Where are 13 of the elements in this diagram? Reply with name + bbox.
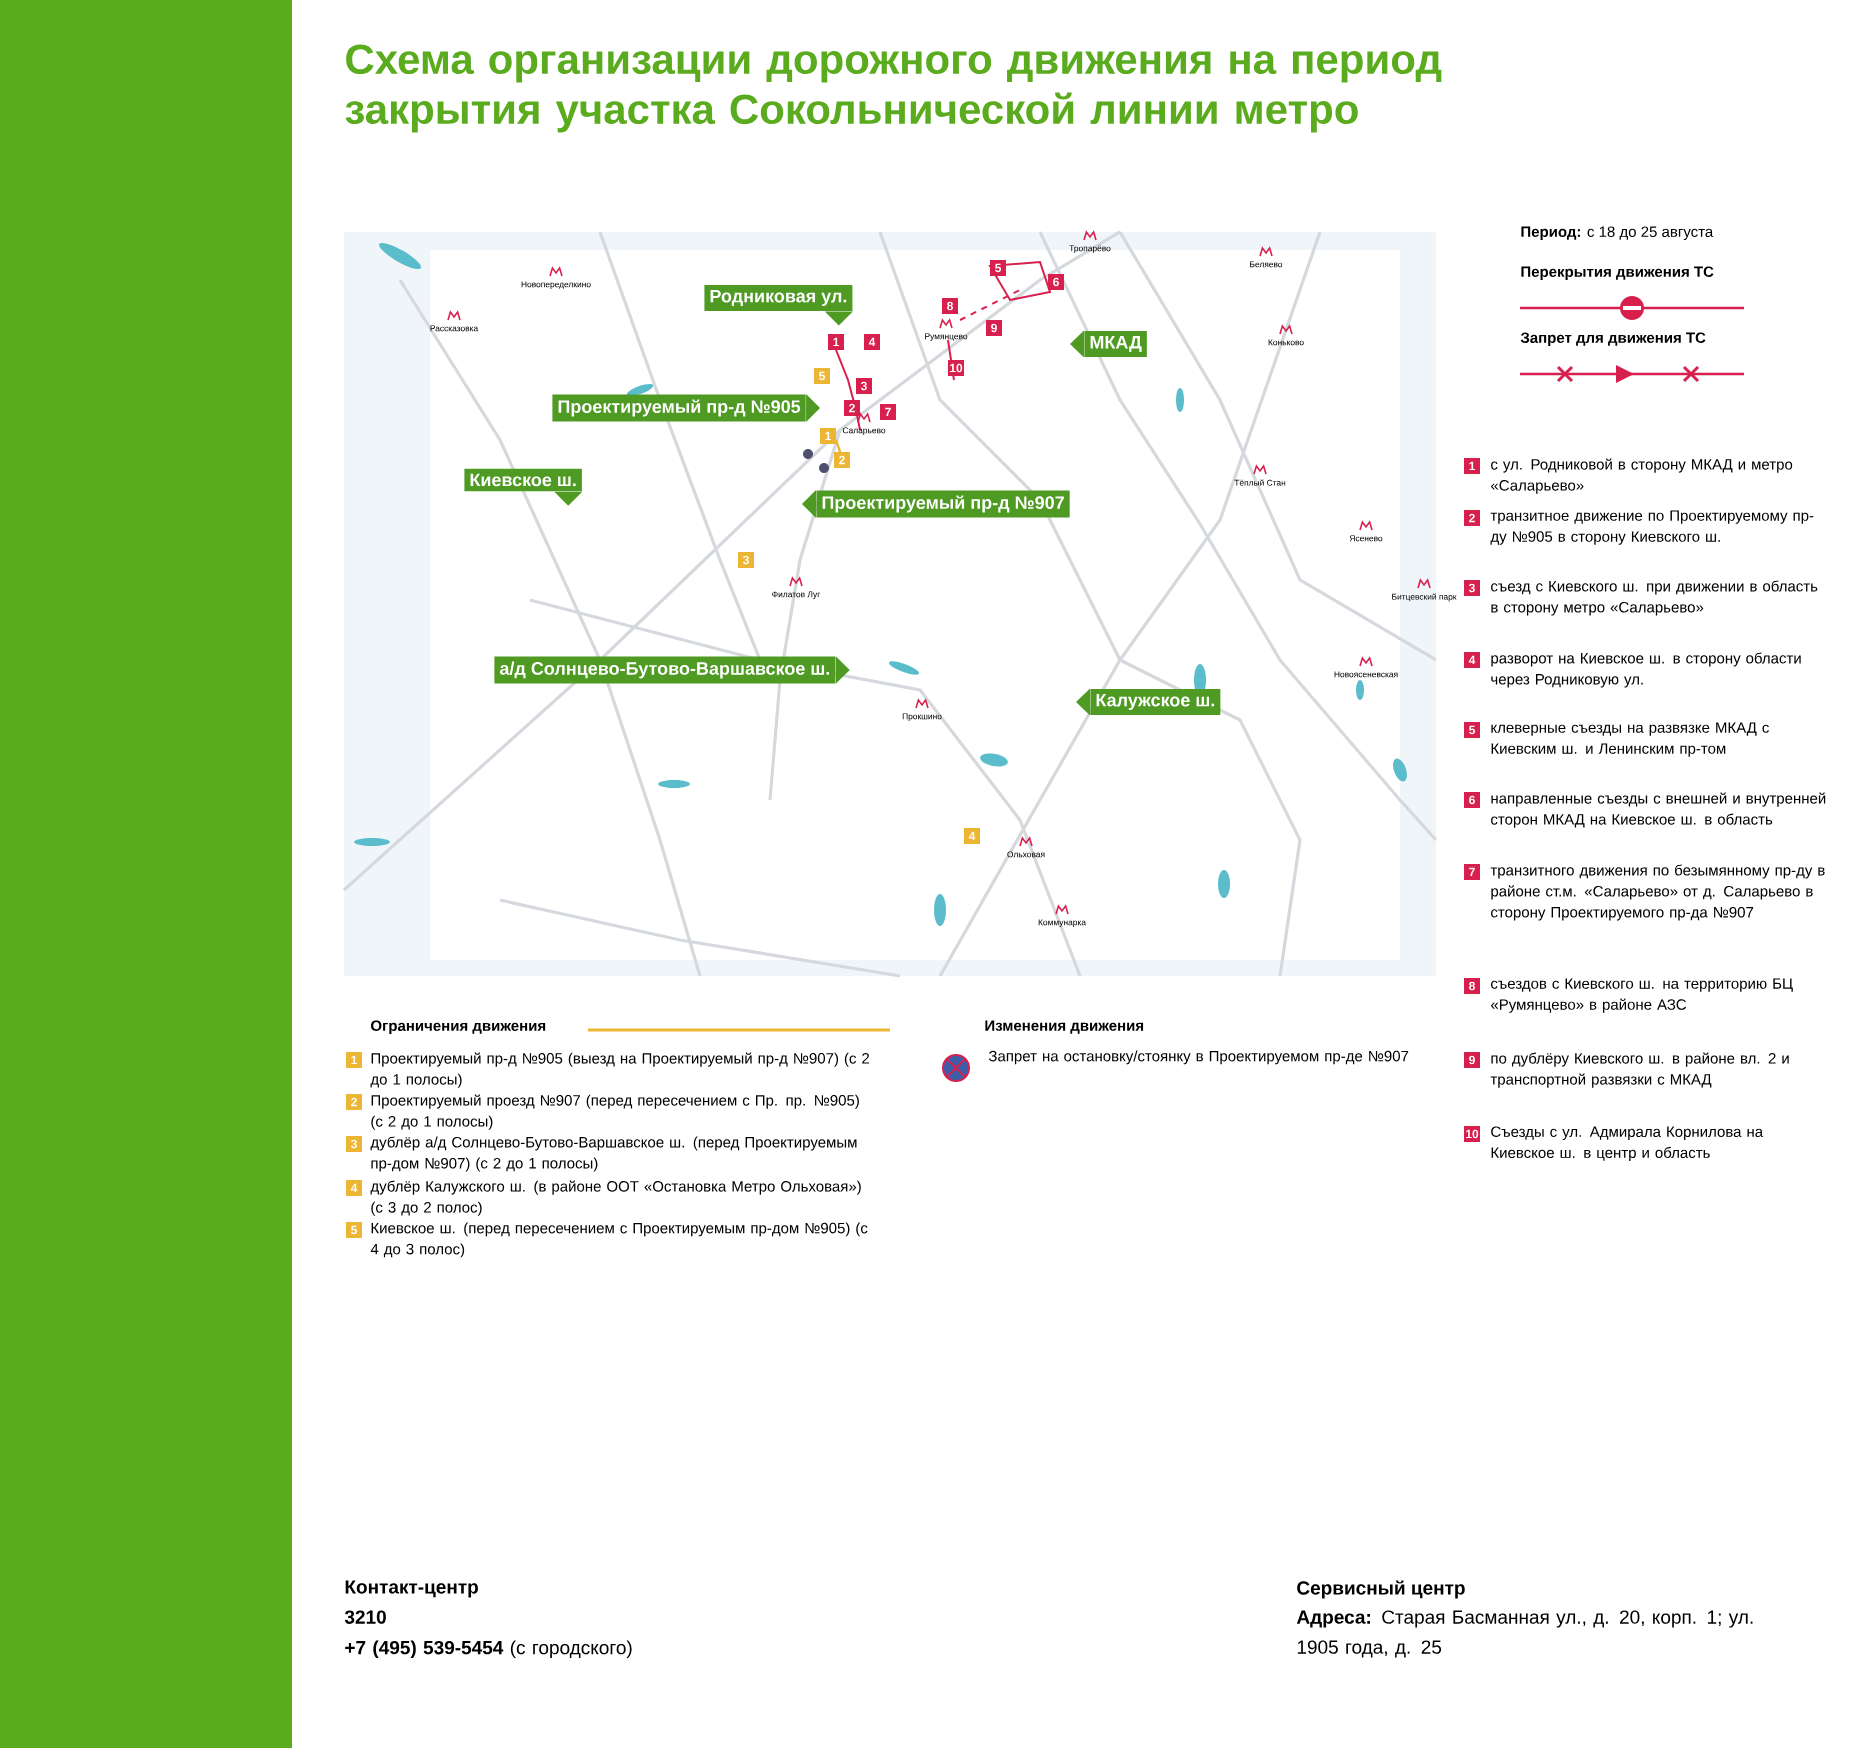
title: Схема организации дорожного движения на период закрытия участка Сокольнической линии метро (345, 44, 1442, 133)
road-callout: а/д Солнцево-Бутово-Варшавское ш. (494, 656, 850, 684)
contact-text: +7 (495) 539-5454 (с городского) (345, 1640, 632, 1659)
road-callout: Родниковая ул. (704, 284, 853, 326)
road-callout: МКАД (1070, 330, 1147, 358)
road-callout: Проектируемый пр-д №907 (802, 490, 1070, 518)
road-callout: Калужское ш. (1076, 688, 1221, 716)
contact-text: Контакт-центр (345, 1580, 478, 1598)
road-callout: Проектируемый пр-д №905 (552, 394, 821, 422)
contact-text: 3210 (344, 1610, 386, 1624)
contact-text: Сервисный центр (1297, 1580, 1465, 1599)
contact-text: Адреса: Старая Басманная ул., д. 20, корп. 1; ул. 1905 года, д. 25 (1296, 1610, 1753, 1658)
road-callout: Киевское ш. (464, 468, 583, 506)
